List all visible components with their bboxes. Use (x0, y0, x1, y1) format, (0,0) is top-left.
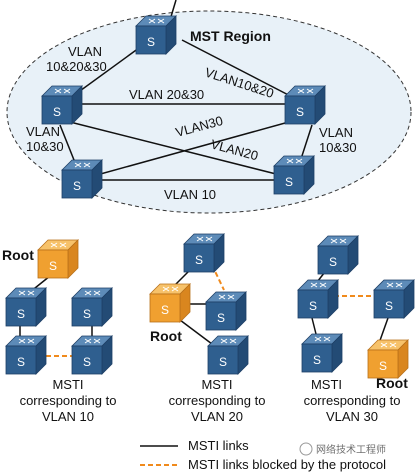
switch-right (284, 85, 326, 125)
switch-root (149, 283, 191, 323)
root-label: Root (2, 247, 34, 263)
root-label: Root (150, 328, 182, 344)
switch-label: S (379, 359, 387, 373)
msti-vlan30: S S S S S Root MSTI corresponding to VLA… (297, 235, 415, 424)
switch-root (37, 239, 79, 279)
switch (71, 287, 113, 327)
switch-label: S (329, 255, 337, 269)
switch-label: S (309, 299, 317, 313)
switch-label: S (147, 35, 155, 49)
msti-vlan10: S S S S S Root MSTI corresponding to VLA… (2, 239, 117, 424)
watermark: 网络技术工程师 (299, 442, 386, 456)
switch-bottom-right (273, 155, 315, 195)
switch (5, 335, 47, 375)
switch (71, 335, 113, 375)
label-top-left-2: 10&20&30 (46, 59, 107, 74)
switch (205, 291, 247, 331)
switch-label: S (53, 105, 61, 119)
switch (207, 335, 249, 375)
switch-top (135, 15, 177, 55)
label-left-1: VLAN (26, 124, 60, 139)
switch (5, 287, 47, 327)
mst-region: S S S S S MST Region VLAN 10&20&30 VLAN1… (6, 0, 412, 214)
label-right-2: 10&30 (319, 140, 357, 155)
label-top-left-1: VLAN (68, 44, 102, 59)
root-label: Root (376, 375, 408, 391)
caption-line-2: corresponding to (304, 393, 401, 408)
link-left (59, 124, 77, 166)
switch-label: S (385, 299, 393, 313)
link-diag-20 (69, 121, 285, 177)
switch-label: S (285, 175, 293, 189)
switch-label: S (219, 355, 227, 369)
switch-root (367, 339, 409, 379)
legend-solid-label: MSTI links (188, 438, 249, 453)
label-bottom: VLAN 10 (164, 187, 216, 202)
link-top-right (181, 39, 303, 103)
switch-label: S (296, 105, 304, 119)
switch (297, 279, 339, 319)
region-links (59, 39, 313, 181)
link (179, 319, 213, 345)
switch-left (41, 85, 83, 125)
caption-line-2: corresponding to (20, 393, 117, 408)
watermark-text: 网络技术工程师 (316, 443, 386, 456)
switch (317, 235, 359, 275)
switch-label: S (49, 259, 57, 273)
switch-label: S (161, 303, 169, 317)
switch-label: S (83, 307, 91, 321)
switch-label: S (313, 353, 321, 367)
switch-bottom-left (61, 159, 103, 199)
switch (373, 279, 415, 319)
link-diag-30 (85, 119, 297, 179)
switch-label: S (73, 179, 81, 193)
msti-vlan20: S S S S Root MSTI corresponding to VLAN … (149, 233, 266, 424)
caption-line-3: VLAN 20 (191, 409, 243, 424)
caption-line-3: VLAN 10 (42, 409, 94, 424)
legend-dashed-label: MSTI links blocked by the protocol (188, 457, 386, 472)
region-title: MST Region (190, 28, 271, 44)
switch-label: S (17, 307, 25, 321)
switch-label: S (217, 311, 225, 325)
switch-label: S (195, 253, 203, 267)
switch (301, 333, 343, 373)
switch-label: S (17, 355, 25, 369)
label-right-1: VLAN (319, 125, 353, 140)
switch-label: S (83, 355, 91, 369)
label-middle: VLAN 20&30 (129, 87, 204, 102)
caption-line-1: MSTI (311, 377, 342, 392)
watermark-icon (299, 442, 313, 456)
caption-line-2: corresponding to (169, 393, 266, 408)
switch (183, 233, 225, 273)
caption-line-1: MSTI (52, 377, 83, 392)
legend: MSTI links MSTI links blocked by the pro… (140, 438, 386, 472)
caption-line-3: VLAN 30 (326, 409, 378, 424)
label-left-2: 10&30 (26, 139, 64, 154)
caption-line-1: MSTI (201, 377, 232, 392)
